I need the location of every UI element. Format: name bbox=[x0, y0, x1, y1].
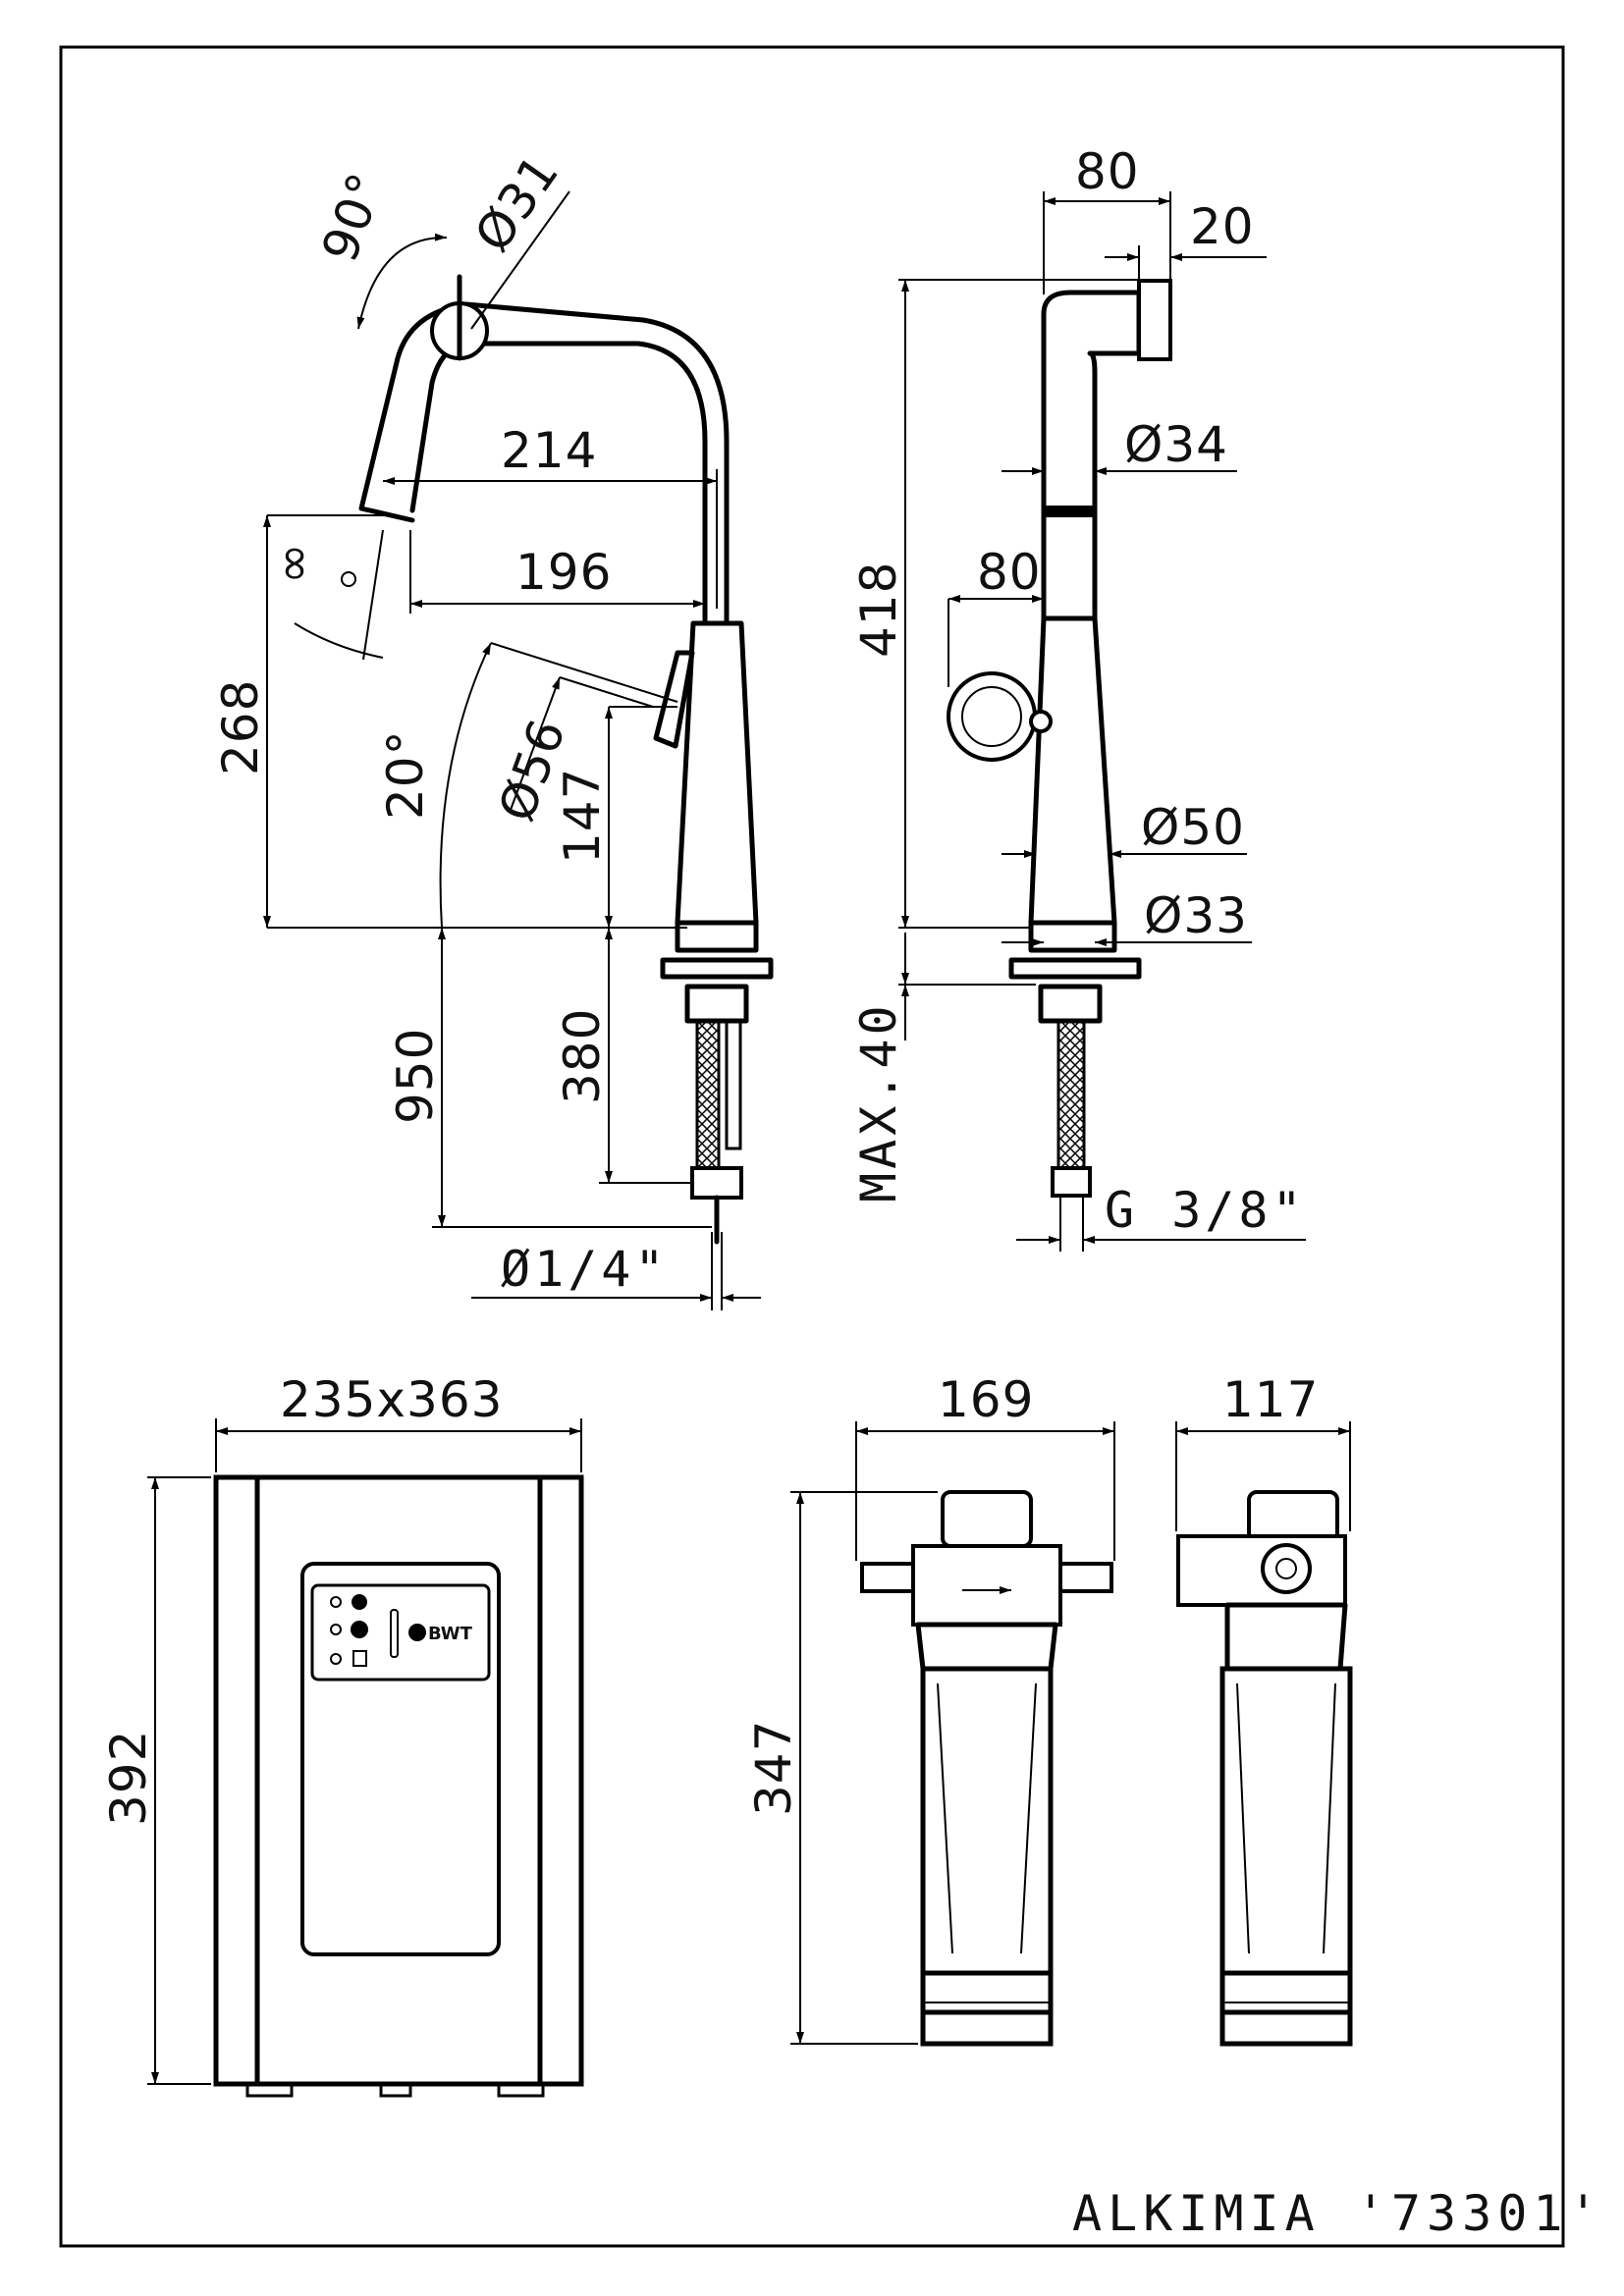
control-unit-view: BWT 235x363 392 bbox=[100, 1371, 584, 2098]
dim-hose-total: 950 bbox=[387, 1028, 444, 1124]
control-unit-foot-2 bbox=[379, 2082, 412, 2098]
faucet-front-hose-2 bbox=[725, 1019, 742, 1150]
dim-spout-swivel: ∞ bbox=[264, 542, 321, 584]
control-unit-slot bbox=[390, 1609, 399, 1658]
control-unit-foot-1 bbox=[245, 2082, 294, 2098]
faucet-front-base bbox=[660, 920, 774, 1024]
filter-front-view: 169 347 bbox=[745, 1371, 1115, 2047]
faucet-side-base bbox=[1008, 920, 1142, 1024]
drop-icon bbox=[352, 1594, 367, 1610]
faucet-front-view: 90° Ø31 214 196 ∞ 268 20° Ø56 147 bbox=[212, 144, 774, 1310]
faucet-front-side-lever bbox=[653, 650, 695, 749]
dim-filter-side-width: 117 bbox=[1222, 1371, 1319, 1428]
filter-side-bottom bbox=[1219, 1970, 1353, 2047]
faucet-side-aerator-band bbox=[1044, 506, 1095, 517]
model-title: ALKIMIA '73301' bbox=[1072, 2185, 1604, 2242]
filter-side-cartridge bbox=[1219, 1666, 1353, 2015]
filter-front-neck bbox=[915, 1622, 1058, 1672]
filter-front-inlet-right bbox=[1058, 1562, 1113, 1593]
indicator-light-1 bbox=[330, 1596, 342, 1608]
faucet-side-nozzle bbox=[1137, 279, 1172, 361]
filter-front-head bbox=[911, 1544, 1062, 1627]
faucet-side-hose bbox=[1056, 1019, 1086, 1170]
faucet-front-hose-1 bbox=[695, 1019, 721, 1170]
temperature-icon bbox=[351, 1621, 368, 1638]
faucet-side-body bbox=[1028, 615, 1117, 926]
filter-side-valve-inner bbox=[1275, 1558, 1297, 1579]
dim-side-total-height: 418 bbox=[850, 561, 907, 658]
dim-unit-footprint: 235x363 bbox=[280, 1371, 503, 1428]
dim-hose-length: 380 bbox=[554, 1008, 611, 1104]
dim-handle-tilt: 20° bbox=[377, 729, 434, 820]
filter-front-bottom bbox=[920, 1970, 1054, 2047]
dim-side-base-diameter: Ø33 bbox=[1144, 887, 1248, 944]
dim-side-nozzle-depth: 20 bbox=[1190, 198, 1255, 255]
filter-side-neck bbox=[1224, 1602, 1348, 1672]
brand-logo-icon bbox=[408, 1624, 426, 1641]
dim-outlet-height: 268 bbox=[212, 679, 269, 775]
faucet-side-view: 80 20 Ø34 418 80 Ø50 Ø33 MAX.40 bbox=[850, 143, 1306, 1252]
filter-side-view: 117 bbox=[1175, 1371, 1353, 2047]
dim-spout-to-outlet: 196 bbox=[515, 544, 612, 601]
dim-unit-height: 392 bbox=[100, 1730, 157, 1826]
control-unit-foot-3 bbox=[497, 2082, 545, 2098]
control-unit-housing bbox=[213, 1474, 584, 2087]
dim-side-top-depth: 80 bbox=[1075, 143, 1140, 200]
dim-lever-rotation: 90° bbox=[311, 165, 396, 269]
dim-filter-height: 347 bbox=[745, 1720, 802, 1816]
dim-side-connection-thread: G 3/8" bbox=[1105, 1182, 1306, 1239]
dim-spout-reach: 214 bbox=[501, 422, 597, 479]
dim-side-spout-diameter: Ø34 bbox=[1124, 416, 1228, 473]
dim-connection-thread: Ø1/4" bbox=[501, 1241, 669, 1298]
dim-side-max-deck: MAX.40 bbox=[850, 1001, 907, 1202]
control-unit-panel bbox=[300, 1562, 501, 1956]
dim-side-body-diameter: Ø50 bbox=[1141, 799, 1245, 856]
filter-front-cap bbox=[941, 1490, 1033, 1548]
indicator-light-3 bbox=[330, 1653, 342, 1665]
indicator-light-2 bbox=[330, 1624, 342, 1635]
faucet-side-handle-inner bbox=[961, 686, 1022, 747]
filter-front-inlet-left bbox=[860, 1562, 915, 1593]
brand-logo-text: BWT bbox=[428, 1624, 473, 1644]
control-unit-display bbox=[310, 1583, 491, 1682]
faucet-front-fitting bbox=[690, 1166, 743, 1200]
filter-front-cartridge bbox=[920, 1666, 1054, 2015]
dim-side-handle-offset: 80 bbox=[977, 544, 1042, 601]
faucet-side-fitting bbox=[1051, 1166, 1092, 1198]
sheet-border bbox=[59, 45, 1565, 2248]
faucet-side-handle-cap bbox=[1029, 710, 1053, 733]
dim-lever-height: 147 bbox=[554, 768, 611, 864]
filter-side-valve bbox=[1261, 1543, 1312, 1594]
filter-icon bbox=[352, 1650, 367, 1667]
dim-handle-diameter: Ø31 bbox=[463, 144, 569, 262]
faucet-front-spout bbox=[358, 301, 730, 626]
dim-filter-width: 169 bbox=[938, 1371, 1034, 1428]
